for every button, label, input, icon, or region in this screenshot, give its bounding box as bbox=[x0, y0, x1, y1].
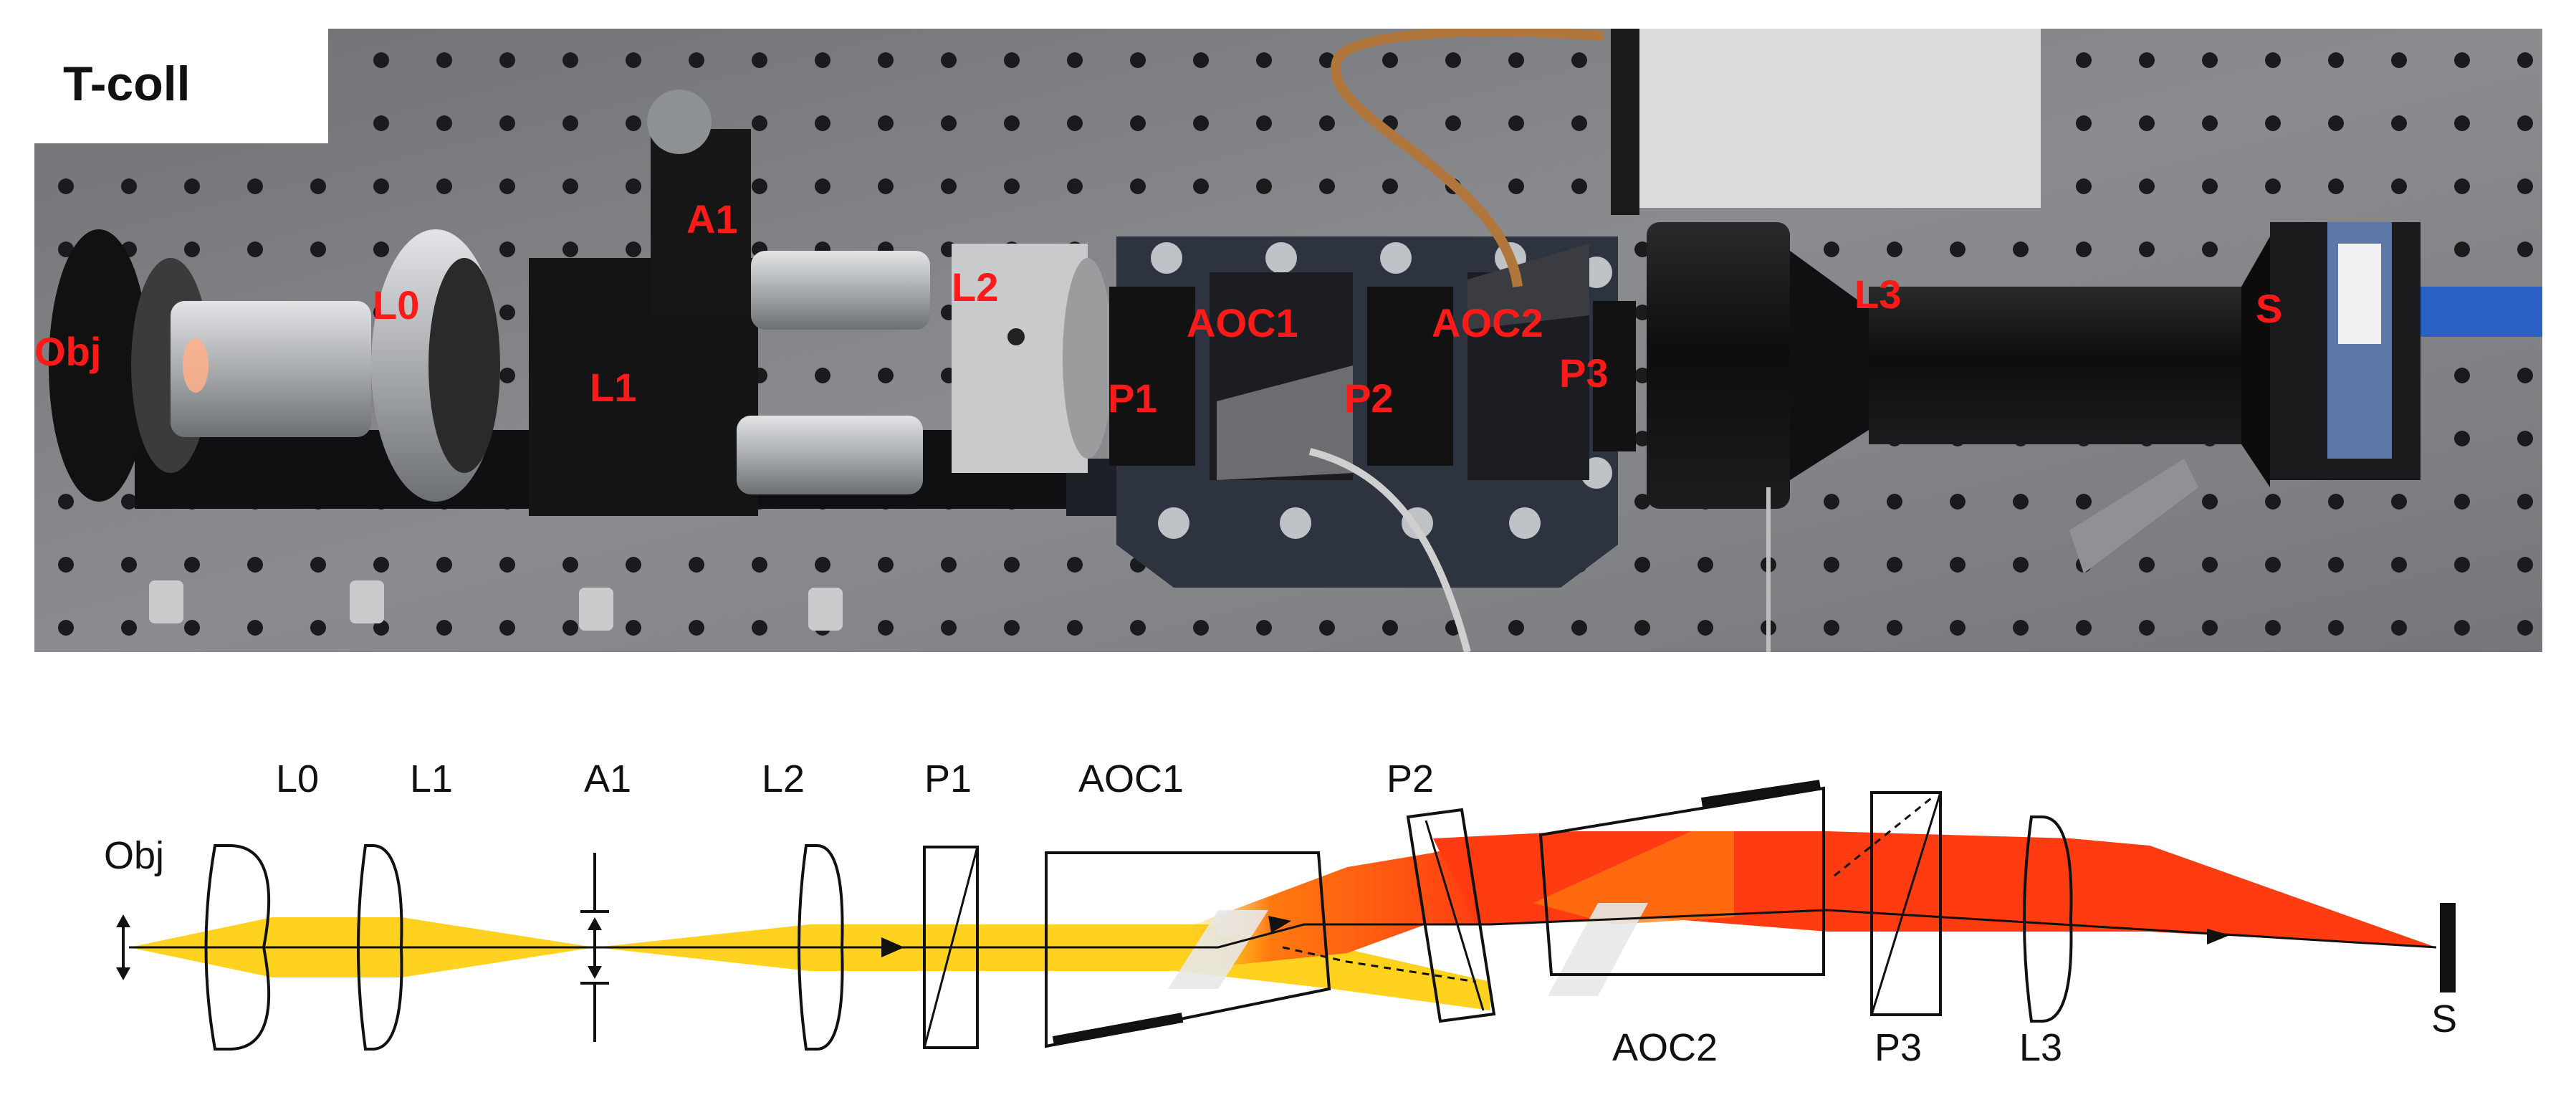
diagram-label-a1: A1 bbox=[584, 757, 631, 800]
polarizer-p1-holder bbox=[1109, 287, 1195, 466]
aoc1-crystal bbox=[1045, 851, 1331, 1048]
aperture-a1 bbox=[580, 853, 609, 1042]
objective-barrel bbox=[171, 301, 371, 437]
panel-title: T-coll bbox=[63, 57, 191, 111]
diagram-label-l3: L3 bbox=[2019, 1026, 2062, 1069]
micrometer-upper bbox=[751, 251, 930, 330]
polarizer-p2-holder bbox=[1367, 287, 1453, 466]
diagram-label-p2: P2 bbox=[1387, 757, 1434, 800]
signal-cable bbox=[1308, 448, 1471, 652]
zero-order-path bbox=[1282, 946, 1477, 983]
aoc2-crystal bbox=[1538, 786, 1825, 976]
rf-cable bbox=[1331, 29, 1604, 287]
photo-label-obj: Obj bbox=[34, 329, 101, 374]
photo-label-aoc1: AOC1 bbox=[1187, 300, 1298, 345]
panel-title-box bbox=[34, 29, 328, 143]
lens-l2 bbox=[798, 844, 844, 1051]
diagram-label-aoc2: AOC2 bbox=[1612, 1026, 1718, 1069]
diagram-label-l2: L2 bbox=[762, 757, 805, 800]
photo-label-s: S bbox=[2256, 286, 2282, 331]
beam-arrow-2 bbox=[1268, 916, 1291, 933]
aoc1-transducer bbox=[1052, 1013, 1184, 1046]
usb-cable bbox=[2421, 287, 2542, 337]
diagram-label-obj: Obj bbox=[104, 834, 164, 877]
lens-l3-housing bbox=[1647, 222, 1790, 509]
optical-axis bbox=[129, 909, 2437, 949]
photo-label-p2: P2 bbox=[1344, 375, 1394, 421]
lens-l3 bbox=[2023, 815, 2073, 1023]
polarizer-p3 bbox=[1870, 791, 1942, 1016]
photo-label-p3: P3 bbox=[1559, 350, 1609, 396]
objective-mount bbox=[49, 229, 149, 502]
photo-label-l0: L0 bbox=[373, 282, 419, 327]
sensor-s bbox=[2440, 903, 2456, 992]
lens-l1 bbox=[357, 844, 403, 1051]
diagram-label-aoc1: AOC1 bbox=[1078, 757, 1184, 800]
optical-schematic: Obj L0 L1 A1 L2 P1 AOC1 P2 AOC2 P3 L3 S bbox=[0, 688, 2576, 1105]
polarizer-p3-holder bbox=[1593, 301, 1636, 451]
diagram-label-s: S bbox=[2431, 998, 2457, 1041]
photo-label-l2: L2 bbox=[952, 264, 998, 310]
diagram-label-l0: L0 bbox=[276, 757, 319, 800]
diagram-label-l1: L1 bbox=[410, 757, 453, 800]
photo-label-p1: P1 bbox=[1108, 375, 1157, 421]
beam-arrow-1 bbox=[881, 937, 904, 957]
photo-label-aoc2: AOC2 bbox=[1432, 300, 1543, 345]
polarizer-p2 bbox=[1406, 808, 1496, 1023]
micrometer-lower bbox=[737, 416, 923, 494]
a1-adjuster-knob bbox=[647, 90, 712, 154]
lens-l3-tube bbox=[1869, 287, 2241, 444]
lens-l0 bbox=[204, 844, 271, 1051]
diagram-label-p1: P1 bbox=[924, 757, 972, 800]
aoc2-transducer bbox=[1700, 780, 1821, 808]
photo-label-a1: A1 bbox=[686, 196, 738, 241]
photo-label-l3: L3 bbox=[1854, 272, 1901, 317]
device-label-sheet bbox=[1639, 29, 2041, 208]
setup-photo: T-coll Obj L0 L1 A1 L2 P1 AOC1 P2 AOC2 P… bbox=[34, 29, 2542, 652]
polarizer-p1 bbox=[923, 846, 979, 1049]
photo-label-l1: L1 bbox=[590, 365, 636, 410]
beam-arrow-3 bbox=[2207, 929, 2230, 944]
p3-dashed-path bbox=[1834, 794, 1935, 877]
diagram-label-p3: P3 bbox=[1874, 1026, 1922, 1069]
